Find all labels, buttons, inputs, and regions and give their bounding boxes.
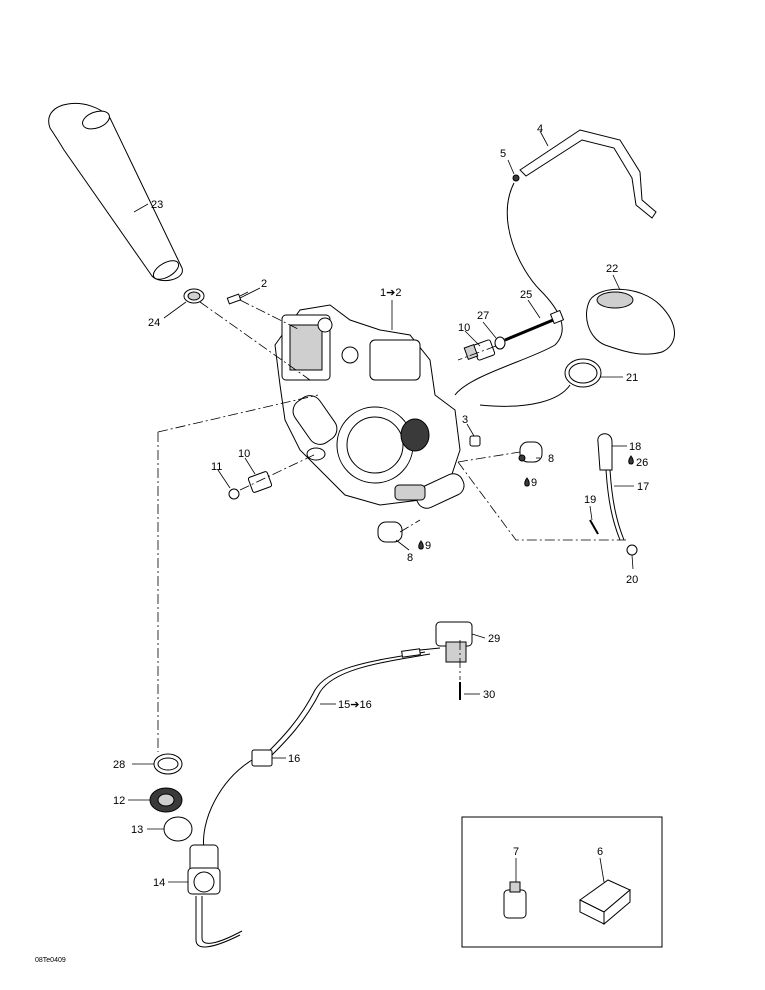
clamp-part-28 (153, 753, 183, 775)
tube-part-4 (519, 129, 657, 219)
bolt-part-2 (226, 291, 249, 305)
leader-line (599, 857, 605, 883)
callout-label-3: 3 (462, 414, 468, 426)
clamp-part-21 (479, 358, 602, 407)
washer-part-27 (494, 336, 506, 350)
ring-part-12 (149, 787, 183, 813)
callout-label-12: 12 (113, 795, 125, 807)
callout-label-17: 17 (637, 481, 649, 493)
callout-label-11: 11 (211, 461, 222, 473)
callout-label-20: 20 (626, 574, 638, 586)
wire-line (454, 182, 563, 396)
boot-part-22 (586, 288, 675, 355)
callout-label-9-right: 9 (531, 477, 537, 489)
drawing-code: 08Te0409 (35, 957, 66, 964)
drop-icon (628, 455, 634, 465)
callout-label-21: 21 (626, 372, 638, 384)
alignment-line (457, 461, 626, 541)
callout-label-22: 22 (606, 263, 618, 275)
leader-line (589, 505, 593, 521)
callout-label-14: 14 (153, 877, 165, 889)
leader-line (507, 159, 515, 175)
leader-line (466, 423, 475, 437)
leader-line (612, 274, 621, 291)
bolt-part-25 (504, 309, 565, 342)
nut-part-10-lower (247, 471, 273, 493)
part-6 (579, 879, 631, 926)
o-ring (306, 447, 326, 461)
callout-label-8-lower: 8 (407, 552, 413, 564)
callout-label-5: 5 (500, 148, 506, 160)
alignment-line (157, 394, 319, 433)
callout-label-26: 26 (636, 457, 648, 469)
leader-line (631, 554, 634, 570)
alignment-line (239, 299, 301, 331)
harness-part-15 (267, 648, 431, 756)
callout-label-23: 23 (151, 199, 163, 211)
callout-label-9-lower: 9 (425, 540, 431, 552)
callout-label-15: 15➔16 (338, 699, 372, 711)
leader-line (244, 457, 256, 475)
drop-icon (524, 477, 530, 487)
fitting-part-3 (469, 435, 481, 447)
connector-part-16 (202, 749, 273, 851)
drop-icon (418, 540, 424, 550)
callout-label-18: 18 (629, 441, 641, 453)
plug-part-8-right (518, 441, 543, 463)
alignment-line (239, 453, 317, 491)
callout-label-4: 4 (537, 123, 543, 135)
callout-label-7: 7 (513, 846, 519, 858)
callout-label-6: 6 (597, 846, 603, 858)
alignment-line (199, 301, 311, 381)
leader-line (163, 301, 187, 319)
callout-label-28: 28 (113, 759, 125, 771)
leader-line (239, 287, 261, 299)
callout-label-16: 16 (288, 753, 300, 765)
engine-part-1 (274, 304, 465, 509)
callout-label-25: 25 (520, 289, 532, 301)
callout-label-10-lower: 10 (238, 448, 250, 460)
alignment-line (457, 345, 497, 361)
leader-line (464, 330, 481, 347)
nut-part-10-upper (463, 339, 496, 361)
part-7 (503, 881, 527, 919)
cable-part-17 (597, 433, 625, 541)
bolt-part-11 (228, 488, 240, 500)
callout-label-1: 1➔2 (380, 287, 401, 299)
alignment-line (399, 519, 421, 533)
callout-label-13: 13 (131, 824, 143, 836)
nut-part-5 (512, 174, 520, 182)
callout-label-19: 19 (584, 494, 596, 506)
screw-part-19 (589, 519, 599, 535)
plug-part-8-lower (377, 521, 403, 543)
callout-label-30: 30 (483, 689, 495, 701)
throttle-body-part-14 (187, 844, 243, 948)
callout-label-24: 24 (148, 317, 160, 329)
callout-label-10-upper: 10 (458, 322, 470, 334)
leader-line (133, 203, 149, 213)
callout-label-8-right: 8 (548, 453, 554, 465)
pipe-part-23 (48, 103, 183, 282)
leader-line (527, 299, 541, 319)
clamp-part-24 (183, 288, 205, 304)
seal-part-13 (163, 816, 193, 842)
inset-box (461, 816, 663, 948)
leader-line (217, 469, 231, 489)
nut-part-20 (626, 544, 638, 556)
callout-label-2: 2 (261, 278, 267, 290)
leader-line (471, 633, 486, 639)
sensor-part-29 (419, 621, 473, 663)
alignment-line (457, 451, 521, 463)
leader-line (539, 130, 549, 147)
callout-label-27: 27 (477, 310, 489, 322)
leader-line (482, 321, 497, 339)
leader-line (395, 539, 410, 551)
callout-label-29: 29 (488, 633, 500, 645)
